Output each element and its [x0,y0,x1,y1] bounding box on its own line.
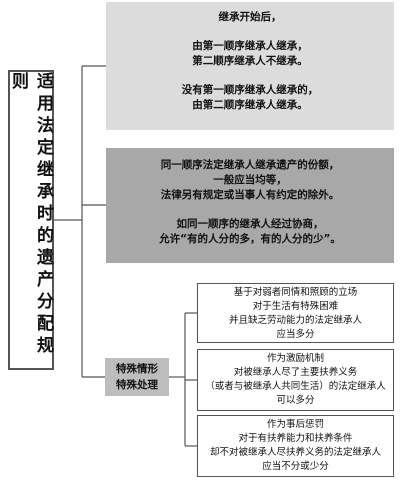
box1-line: 由第二顺序继承人继承。 [192,99,308,111]
special-line: 特殊处理 [116,379,158,391]
sub-box-line: （或者与被继承人共同生活）的法定继承人 [205,381,386,392]
sub-box-line: 对被继承人尽了主要扶养义务 [233,367,358,378]
sub-box-more-share-hardship: 基于对弱者同情和照顾的立场 对于生活有特殊困难 并且缺乏劳动能力的法定继承人 应… [197,283,394,343]
sub-box-line: 对于有扶养能力和扶养条件 [238,433,353,444]
sub-box-line: 对于生活有特殊困难 [252,301,339,312]
sub-box-line: 应当多分 [276,329,315,340]
box2-line: 如同一顺序的继承人经过协商， [176,218,324,230]
sub-box-less-share-penalty: 作为事后惩罚 对于有扶养能力和扶养条件 却不对被继承人尽扶养义务的法定继承人 应… [197,415,394,477]
box2-line: 一般应当均等， [213,174,287,186]
box1-line: 继承开始后， [218,11,282,23]
rule-box-order: 继承开始后， 由第一顺序继承人继承， 第二顺序继承人不继承。 没有第一顺序继承人… [106,2,394,130]
title-box: 适用法定继承时的遗产分配规则 [8,70,54,370]
box2-line: 允许“有的人分的多，有的人分的少”。 [159,233,341,245]
sub-box-line: 基于对弱者同情和照顾的立场 [233,287,358,298]
title: 适用法定继承时的遗产分配规则 [8,72,53,358]
special-case-box: 特殊情形 特殊处理 [105,358,169,396]
box1-line: 由第一顺序继承人继承， [192,40,308,52]
sub-box-more-share-support: 作为激励机制 对被继承人尽了主要扶养义务 （或者与被继承人共同生活）的法定继承人… [197,349,394,411]
sub-box-line: 并且缺乏劳动能力的法定继承人 [228,315,362,326]
special-line: 特殊情形 [116,363,158,375]
box2-line: 同一顺序法定继承人继承遗产的份额， [160,159,340,171]
sub-box-line: 却不对被继承人尽扶养义务的法定继承人 [209,447,381,458]
sub-box-line: 作为激励机制 [266,353,324,364]
rule-box-share: 同一顺序法定继承人继承遗产的份额， 一般应当均等， 法律另有规定或当事人有约定的… [106,148,394,263]
sub-box-line: 应当不分或少分 [262,461,329,472]
box1-line: 第二顺序继承人不继承。 [192,55,308,67]
sub-box-line: 作为事后惩罚 [266,419,324,430]
sub-box-line: 可以多分 [276,395,315,406]
box1-line: 没有第一顺序继承人继承的， [181,84,319,96]
box2-line: 法律另有规定或当事人有约定的除外。 [160,189,340,201]
